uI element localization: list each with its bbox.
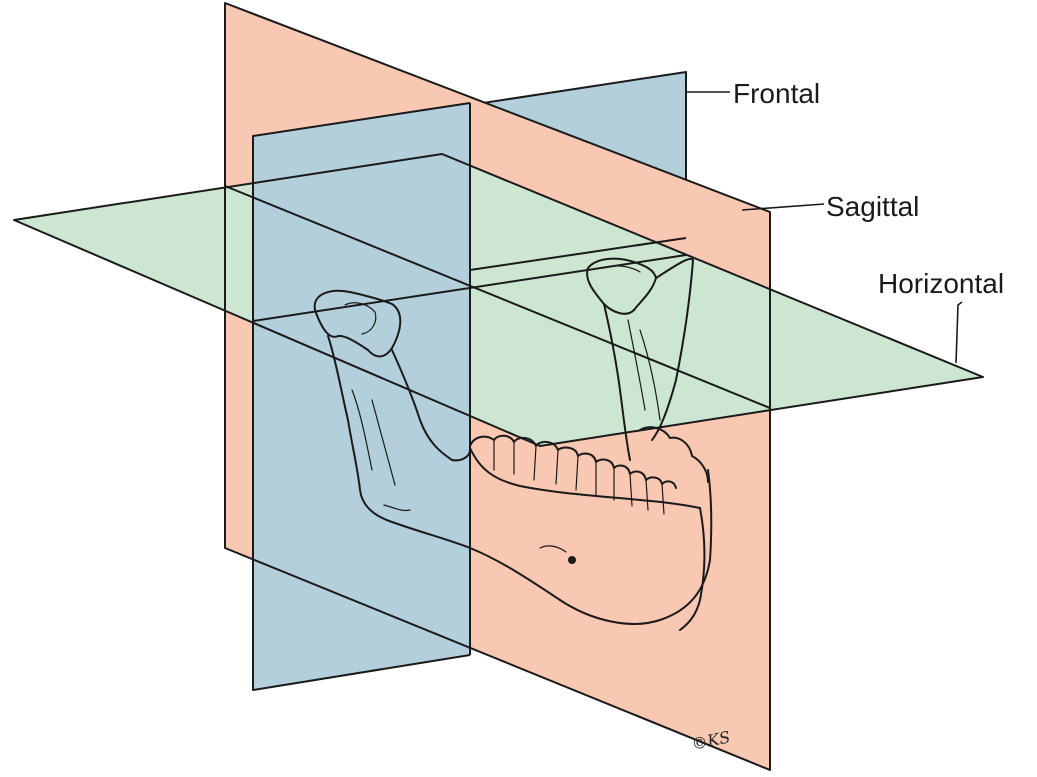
label-frontal: Frontal	[733, 78, 820, 109]
horizontal-leader	[956, 302, 962, 363]
mental-foramen	[568, 556, 576, 564]
label-horizontal: Horizontal	[878, 268, 1004, 299]
label-sagittal: Sagittal	[826, 191, 919, 222]
